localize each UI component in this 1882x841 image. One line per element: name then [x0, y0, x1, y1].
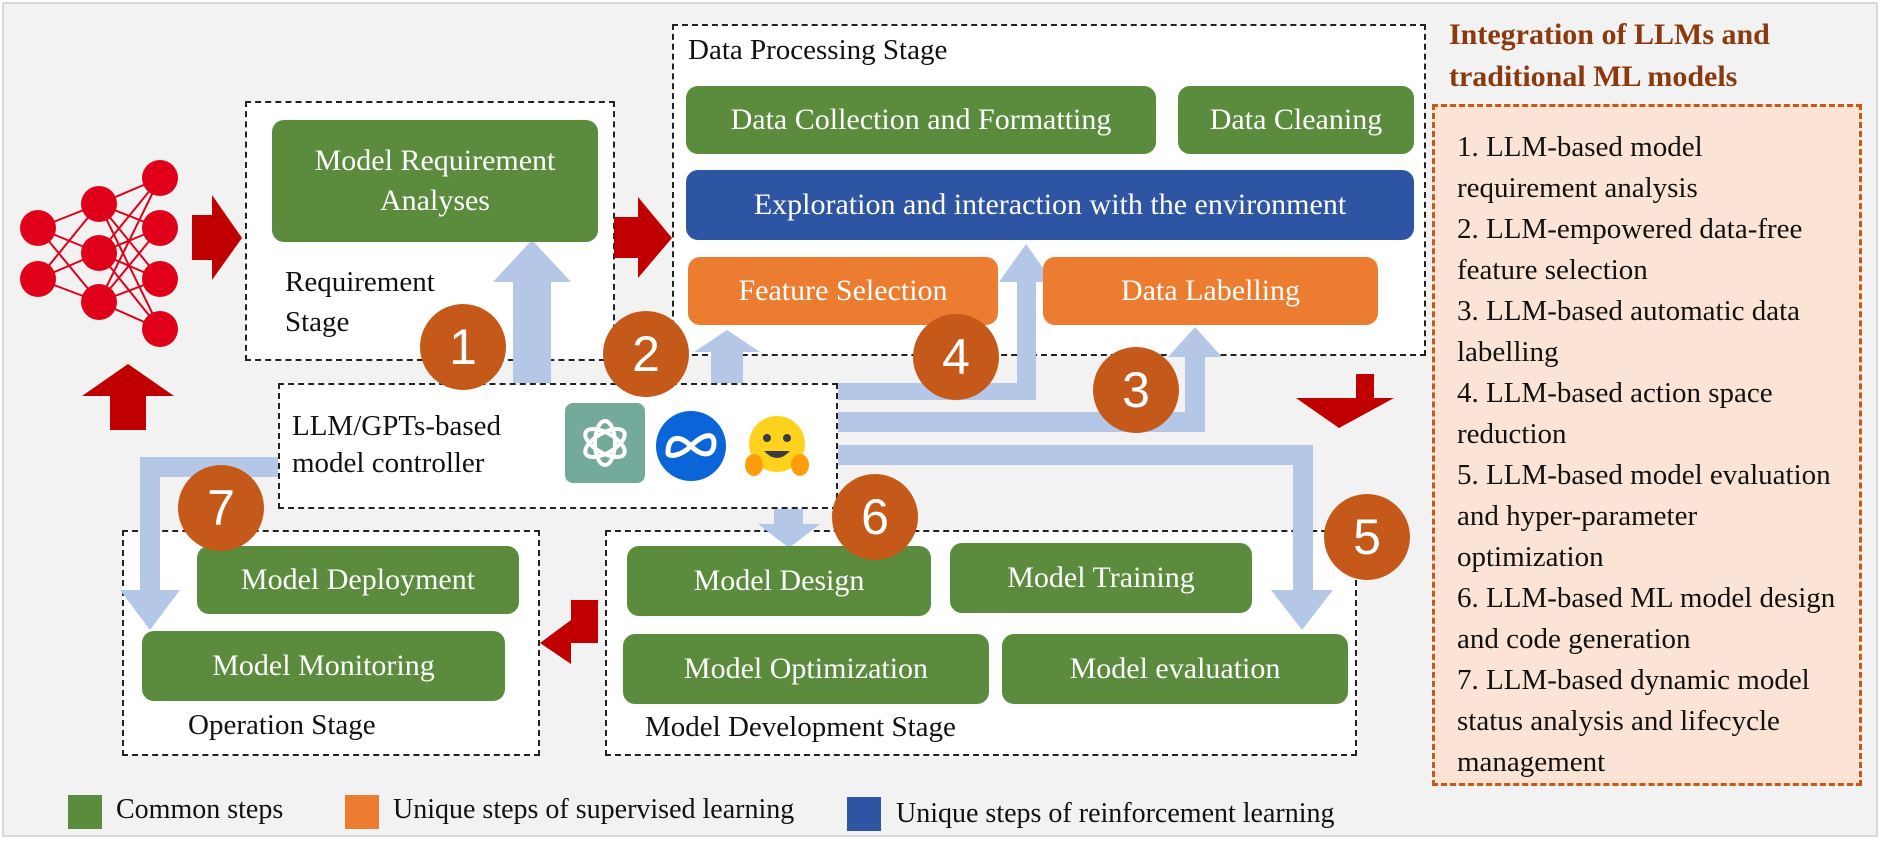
red-arrow-requirement-to-data	[614, 197, 672, 278]
badge-6: 6	[832, 474, 918, 560]
integration-item-2: 2. LLM-empowered data-free feature selec…	[1457, 213, 1803, 286]
integration-panel-title: Integration of LLMs and traditional ML m…	[1449, 14, 1869, 98]
controller-label: LLM/GPTs-based model controller	[292, 408, 542, 482]
legend-label-supervised: Unique steps of supervised learning	[393, 794, 795, 825]
model-requirement-analyses-text: Model Requirement Analyses	[314, 144, 556, 217]
data-collection-text: Data Collection and Formatting	[730, 103, 1112, 136]
integration-item-3: 3. LLM-based automatic data labelling	[1457, 295, 1801, 368]
badge-1: 1	[420, 304, 506, 390]
badge-5: 5	[1324, 494, 1410, 580]
feature-selection-box: Feature Selection	[688, 257, 998, 325]
flow-arrow-2	[694, 330, 760, 383]
network-node	[142, 311, 178, 347]
requirement-stage-label: Requirement Stage	[285, 262, 475, 342]
flow-arrow-3	[838, 327, 1222, 432]
development-stage-label: Model Development Stage	[645, 707, 956, 747]
legend-swatch-supervised	[345, 795, 379, 829]
data-labelling-box: Data Labelling	[1043, 257, 1378, 325]
model-monitoring-text: Model Monitoring	[212, 649, 435, 682]
legend-label-reinforcement: Unique steps of reinforcement learning	[896, 798, 1335, 829]
badge-2: 2	[603, 311, 689, 397]
operation-stage-label: Operation Stage	[188, 705, 376, 745]
data-cleaning-box: Data Cleaning	[1178, 86, 1414, 154]
red-arrow-network-to-requirement	[192, 195, 242, 280]
model-evaluation-text: Model evaluation	[1069, 652, 1281, 685]
legend-swatch-reinforcement	[847, 797, 881, 831]
model-optimization-text: Model Optimization	[683, 652, 929, 685]
model-training-text: Model Training	[1007, 561, 1195, 594]
model-training-box: Model Training	[950, 543, 1252, 613]
network-node	[81, 235, 117, 271]
data-processing-stage-label: Data Processing Stage	[688, 30, 947, 70]
network-node	[142, 210, 178, 246]
controller-container	[278, 383, 838, 509]
model-evaluation-box: Model evaluation	[1002, 634, 1348, 704]
flow-arrow-5	[838, 445, 1333, 630]
openai-logo-icon	[565, 403, 645, 483]
neural-network-icon	[20, 160, 178, 347]
requirement-stage-label-text: Requirement Stage	[285, 266, 435, 338]
flow-arrow-1	[493, 240, 571, 383]
legend-swatch-common	[68, 795, 102, 829]
model-monitoring-box: Model Monitoring	[142, 631, 505, 701]
network-node	[81, 186, 117, 222]
meta-logo-icon	[656, 411, 726, 481]
network-node	[20, 261, 56, 297]
integration-item-4: 4. LLM-based action space reduction	[1457, 377, 1773, 450]
data-labelling-text: Data Labelling	[1120, 274, 1301, 307]
data-cleaning-text: Data Cleaning	[1209, 103, 1383, 136]
model-deployment-box: Model Deployment	[197, 546, 519, 614]
operation-stage-label-text: Operation Stage	[188, 709, 376, 741]
legend-label-common: Common steps	[116, 794, 284, 825]
controller-flow-arrows	[120, 240, 1333, 630]
network-edge	[98, 177, 161, 303]
flow-arrow-4	[838, 244, 1053, 400]
model-optimization-box: Model Optimization	[623, 634, 989, 704]
flow-arrow-7	[120, 457, 278, 630]
exploration-box: Exploration and interaction with the env…	[686, 170, 1414, 240]
badge-3: 3	[1093, 347, 1179, 433]
integration-panel-title-text: Integration of LLMs and traditional ML m…	[1449, 18, 1770, 93]
integration-item-6: 6. LLM-based ML model design and code ge…	[1457, 582, 1836, 655]
network-node	[142, 160, 178, 196]
network-node	[142, 261, 178, 297]
integration-panel: 1. LLM-based model requirement analysis …	[1432, 104, 1862, 786]
flow-arrow-6	[758, 509, 820, 548]
feature-selection-text: Feature Selection	[738, 274, 948, 307]
model-design-text: Model Design	[693, 564, 865, 597]
red-arrow-development-to-operation	[540, 600, 598, 664]
integration-item-7: 7. LLM-based dynamic model status analys…	[1457, 664, 1810, 778]
integration-item-1: 1. LLM-based model requirement analysis	[1457, 131, 1703, 204]
model-requirement-analyses-box: Model Requirement Analyses	[272, 120, 598, 242]
integration-item-5: 5. LLM-based model evaluation and hyper-…	[1457, 459, 1831, 573]
hugging-face-icon	[740, 409, 814, 483]
red-arrow-data-to-development	[1296, 374, 1394, 428]
red-arrow-operation-to-network	[82, 364, 174, 430]
development-stage-label-text: Model Development Stage	[645, 711, 956, 743]
badge-7: 7	[178, 465, 264, 551]
data-processing-stage-label-text: Data Processing Stage	[688, 34, 948, 66]
badge-4: 4	[913, 314, 999, 400]
controller-label-text: LLM/GPTs-based model controller	[292, 410, 502, 479]
model-deployment-text: Model Deployment	[240, 563, 476, 596]
exploration-text: Exploration and interaction with the env…	[753, 188, 1347, 221]
data-collection-box: Data Collection and Formatting	[686, 86, 1156, 154]
network-node	[81, 284, 117, 320]
network-node	[20, 210, 56, 246]
